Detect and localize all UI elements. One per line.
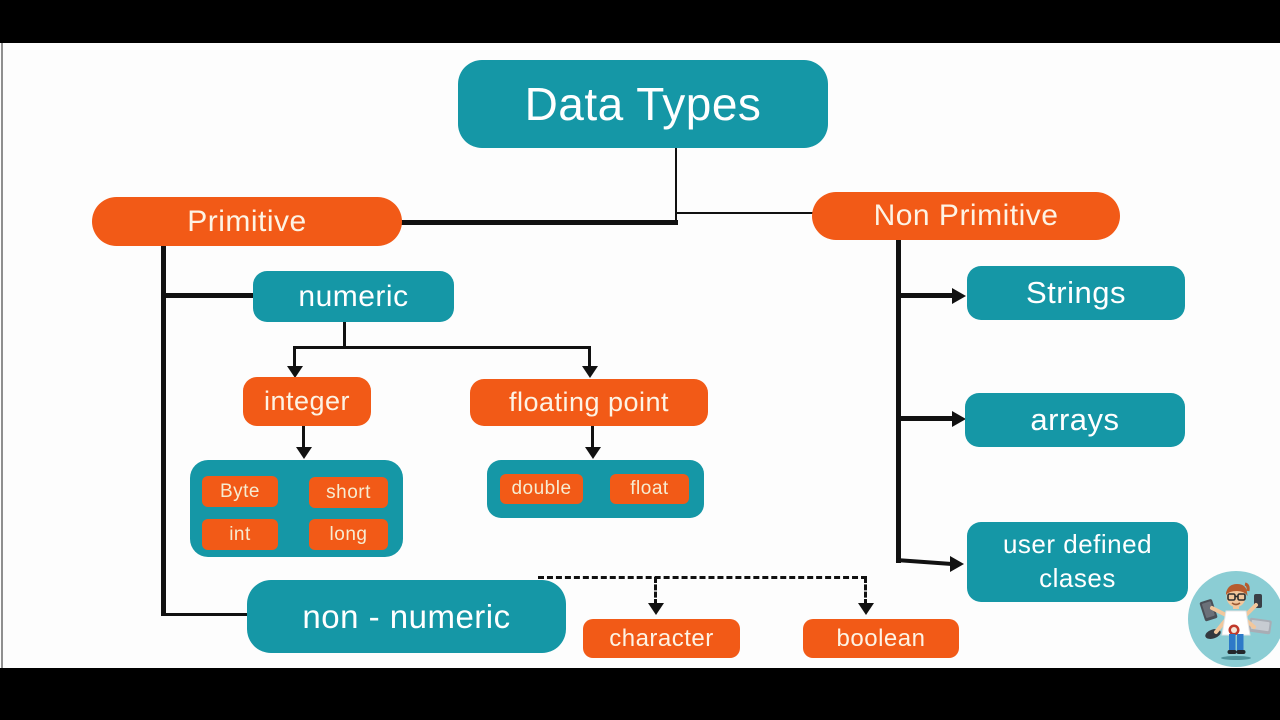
connector-to-numeric	[161, 293, 255, 298]
node-float: float	[610, 474, 689, 504]
connector-root-to-primitive	[399, 220, 678, 225]
left-edge-line	[1, 43, 3, 668]
node-floating-point: floating point	[470, 379, 708, 426]
node-non-primitive: Non Primitive	[812, 192, 1120, 240]
arrowhead-user-defined-icon	[950, 556, 964, 572]
group-floating-types: double float	[487, 460, 704, 518]
node-double: double	[500, 474, 583, 504]
connector-non-primitive-trunk	[896, 240, 901, 563]
node-non-numeric-label: non - numeric	[302, 597, 511, 635]
avatar	[1188, 571, 1280, 667]
node-strings: Strings	[967, 266, 1185, 320]
connector-floating-to-types	[591, 426, 594, 449]
node-long: long	[309, 519, 388, 550]
node-arrays-label: arrays	[1030, 402, 1120, 437]
node-non-numeric: non - numeric	[247, 580, 566, 653]
node-data-types-label: Data Types	[524, 78, 762, 130]
node-primitive: Primitive	[92, 197, 402, 246]
connector-integer-to-types	[302, 426, 305, 449]
connector-to-user-defined	[895, 558, 953, 566]
node-int-label: int	[229, 523, 251, 545]
connector-primitive-trunk	[161, 246, 166, 616]
node-floating-point-label: floating point	[508, 387, 670, 417]
connector-drop-integer	[293, 346, 296, 368]
node-numeric-label: numeric	[298, 279, 409, 313]
node-short: short	[309, 477, 388, 508]
arrowhead-floating-types-icon	[585, 447, 601, 459]
node-long-label: long	[329, 523, 368, 545]
node-non-primitive-label: Non Primitive	[873, 199, 1059, 232]
node-double-label: double	[511, 478, 572, 499]
node-boolean: boolean	[803, 619, 959, 658]
node-byte-label: Byte	[219, 480, 261, 502]
connector-to-non-numeric	[161, 613, 249, 616]
arrowhead-character-icon	[648, 603, 664, 615]
node-user-defined-line1: user defined	[1002, 529, 1153, 560]
connector-to-arrays	[896, 416, 954, 421]
letterbox-top	[0, 0, 1280, 43]
node-numeric: numeric	[253, 271, 454, 322]
diagram-canvas: Data Types Primitive Non Primitive numer…	[0, 43, 1280, 668]
node-arrays: arrays	[965, 393, 1185, 447]
arrowhead-integer-types-icon	[296, 447, 312, 459]
connector-root-to-non-primitive	[676, 212, 814, 214]
connector-drop-floating	[588, 346, 591, 368]
node-character-label: character	[609, 624, 714, 652]
arrowhead-integer-icon	[287, 366, 303, 378]
connector-numeric-stem	[343, 322, 346, 348]
arrowhead-boolean-icon	[858, 603, 874, 615]
node-boolean-label: boolean	[836, 624, 926, 652]
node-primitive-label: Primitive	[187, 204, 307, 238]
group-integer-types: Byte short int long	[190, 460, 403, 557]
node-integer: integer	[243, 377, 371, 426]
node-integer-label: integer	[263, 386, 351, 416]
node-data-types: Data Types	[458, 60, 828, 148]
connector-root-stem	[675, 147, 677, 223]
node-short-label: short	[326, 481, 371, 503]
node-character: character	[583, 619, 740, 658]
letterbox-bottom	[0, 668, 1280, 720]
arrowhead-floating-icon	[582, 366, 598, 378]
connector-to-strings	[896, 293, 954, 298]
node-user-defined-classes: user defined clases	[967, 522, 1188, 602]
node-byte: Byte	[202, 476, 278, 507]
node-strings-label: Strings	[1026, 275, 1126, 310]
connector-numeric-crossbar	[294, 346, 591, 349]
node-int: int	[202, 519, 278, 550]
node-user-defined-line2: clases	[1039, 563, 1116, 593]
connector-dashed-character	[654, 577, 657, 605]
arrowhead-strings-icon	[952, 288, 966, 304]
arrowhead-arrays-icon	[952, 411, 966, 427]
connector-dashed-horizontal	[538, 576, 867, 579]
node-float-label: float	[630, 478, 669, 499]
connector-dashed-boolean	[864, 577, 867, 605]
